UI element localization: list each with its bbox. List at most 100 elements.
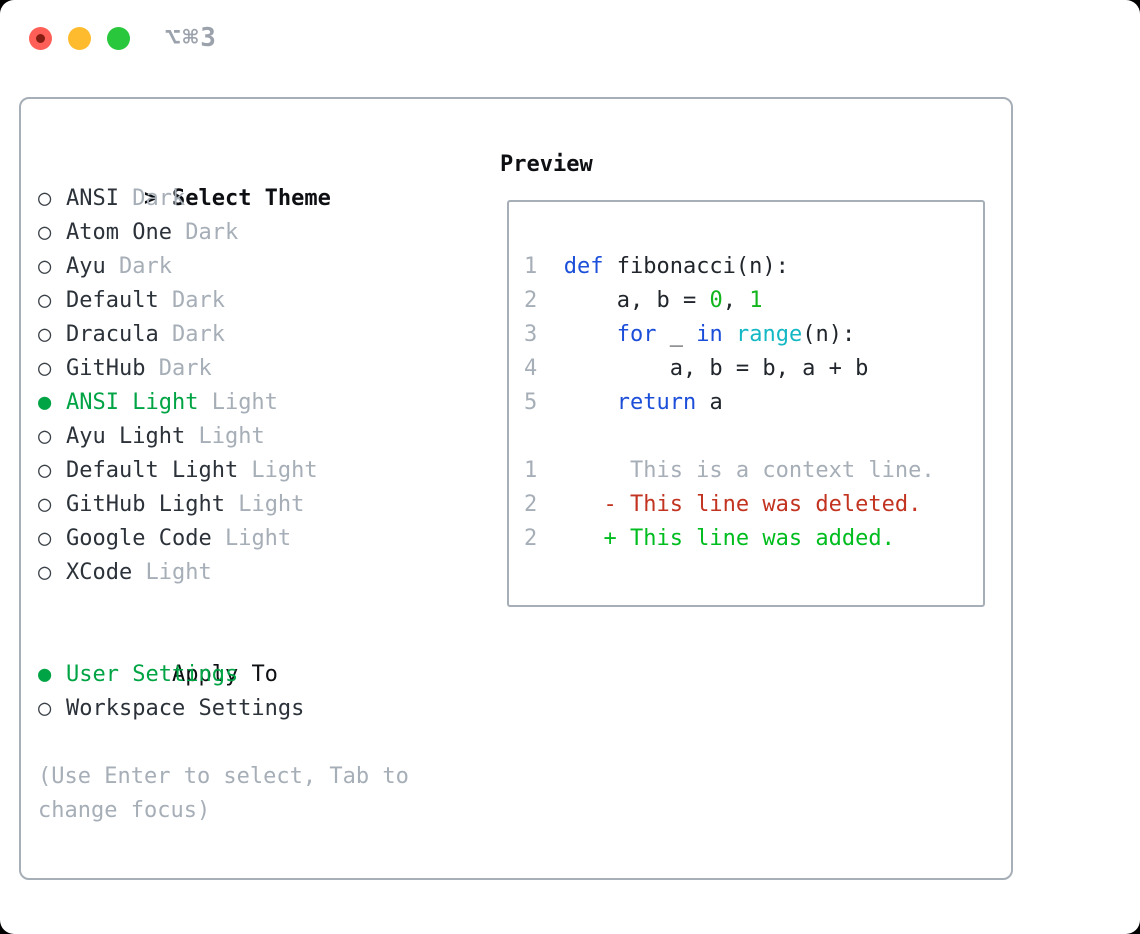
theme-variant: Dark xyxy=(158,322,225,347)
code-token-plain xyxy=(564,390,617,415)
theme-name: Atom One xyxy=(66,220,172,245)
radio-unselected-icon: ○ xyxy=(38,186,52,211)
theme-option-github-light[interactable]: ○ GitHub Light Light xyxy=(38,488,488,522)
radio-unselected-icon: ○ xyxy=(38,560,52,585)
code-token-fn: range xyxy=(735,322,803,347)
code-token-kw: def xyxy=(563,254,617,279)
apply-option-workspace-settings[interactable]: ○ Workspace Settings xyxy=(38,692,488,726)
line-number: 5 xyxy=(524,390,538,415)
theme-name: GitHub xyxy=(66,356,146,381)
theme-variant: Light xyxy=(211,526,292,551)
theme-option-ayu[interactable]: ○Ayu Dark xyxy=(38,250,488,284)
radio-unselected-icon: ○ xyxy=(38,696,52,721)
zoom-button[interactable] xyxy=(107,27,130,50)
theme-variant: Light xyxy=(185,424,265,449)
radio-selected-icon: ● xyxy=(38,390,52,415)
theme-variant: Light xyxy=(198,390,278,415)
theme-option-default-light[interactable]: ○Default Light Light xyxy=(38,454,488,488)
theme-name: XCode xyxy=(66,560,133,585)
code-line: 1 This is a context line. xyxy=(524,454,983,488)
apply-to-header: Apply To xyxy=(38,624,488,687)
apply-option-label: User Settings xyxy=(66,662,239,687)
theme-variant: Light xyxy=(238,458,318,483)
theme-option-github[interactable]: ○ GitHub Dark xyxy=(38,352,488,386)
theme-list-header: > Select Theme xyxy=(38,148,488,211)
code-line: 4 a, b = b, a + b xyxy=(524,352,983,386)
radio-unselected-icon: ○ xyxy=(38,220,52,245)
apply-to-title: Apply To xyxy=(171,662,278,687)
code-token-plain: _ xyxy=(656,322,697,347)
code-token-plain: , xyxy=(722,288,750,313)
code-token-kw: for xyxy=(616,322,657,347)
code-line xyxy=(524,420,983,454)
theme-variant: Dark xyxy=(171,220,239,245)
code-token-plain: a, b = xyxy=(563,288,710,313)
line-number: 2 xyxy=(524,492,538,517)
unsaved-dot-icon xyxy=(36,34,45,43)
cursor-marker-icon: > xyxy=(143,186,158,211)
code-token-ctx: This is a context line. xyxy=(563,458,935,483)
theme-name: Default xyxy=(66,288,159,313)
theme-variant: Light xyxy=(132,560,212,585)
theme-list: ○ANSI Dark○Atom One Dark○Ayu Dark○Defaul… xyxy=(38,182,488,590)
apply-to-list: ● User Settings ○ Workspace Settings xyxy=(38,658,488,726)
line-number: 1 xyxy=(524,458,538,483)
code-token-plain: a, b = b, a + b xyxy=(563,356,869,381)
code-token-num: 1 xyxy=(749,288,763,313)
theme-name: GitHub Light xyxy=(66,492,225,517)
theme-name: Dracula xyxy=(66,322,159,347)
code-token-kw: in xyxy=(696,322,723,347)
code-token-plain: fibonacci(n): xyxy=(616,254,789,279)
apply-option-user-settings[interactable]: ● User Settings xyxy=(38,658,488,692)
code-token-del: - This line was deleted. xyxy=(563,492,922,517)
code-line: 2 a, b = 0, 1 xyxy=(524,284,983,318)
radio-unselected-icon: ○ xyxy=(38,288,52,313)
theme-variant: Dark xyxy=(118,186,186,211)
radio-unselected-icon: ○ xyxy=(38,254,52,279)
theme-name: Ayu xyxy=(66,254,106,279)
code-line: 5 return a xyxy=(524,386,983,420)
theme-option-google-code[interactable]: ○Google Code Light xyxy=(38,522,488,556)
radio-unselected-icon: ○ xyxy=(38,492,52,517)
minimize-button[interactable] xyxy=(68,27,91,50)
theme-name: Google Code xyxy=(66,526,212,551)
radio-selected-icon: ● xyxy=(38,662,52,687)
theme-name: ANSI Light xyxy=(66,390,199,415)
code-token-plain xyxy=(723,322,736,347)
theme-list-title: Select Theme xyxy=(171,186,331,211)
theme-option-dracula[interactable]: ○Dracula Dark xyxy=(38,318,488,352)
spacer xyxy=(38,726,488,760)
apply-option-label: Workspace Settings xyxy=(66,696,305,721)
close-button[interactable] xyxy=(29,27,52,50)
code-line: 1 def fibonacci(n): xyxy=(524,250,983,284)
theme-option-ansi[interactable]: ○ANSI Dark xyxy=(38,182,488,216)
radio-unselected-icon: ○ xyxy=(38,424,52,449)
theme-name: Default Light xyxy=(66,458,239,483)
theme-option-xcode[interactable]: ○ XCode Light xyxy=(38,556,488,590)
theme-variant: Light xyxy=(224,492,305,517)
preview-title: Preview xyxy=(500,152,593,177)
theme-selector: >Select Theme ○ANSI Dark○Atom One Dark○A… xyxy=(38,148,488,828)
theme-name: Ayu Light xyxy=(66,424,186,449)
radio-unselected-icon: ○ xyxy=(38,356,52,381)
theme-variant: Dark xyxy=(158,288,225,313)
code-line: 3 for _ in range(n): xyxy=(524,318,983,352)
code-token-plain xyxy=(564,322,617,347)
spacer xyxy=(38,590,488,624)
theme-option-default[interactable]: ○ Default Dark xyxy=(38,284,488,318)
code-token-plain: a xyxy=(696,390,723,415)
theme-option-ansi-light[interactable]: ● ANSI Light Light xyxy=(38,386,488,420)
code-token-plain: (n): xyxy=(802,322,856,347)
main-panel: >Select Theme ○ANSI Dark○Atom One Dark○A… xyxy=(19,97,1013,880)
line-number: 4 xyxy=(524,356,538,381)
footer-hint: (Use Enter to select, Tab to change focu… xyxy=(38,764,409,823)
code-token-add: + This line was added. xyxy=(563,526,895,551)
line-number: 1 xyxy=(524,254,538,279)
window-title-shortcut: ⌥⌘3 xyxy=(165,23,218,53)
theme-variant: Dark xyxy=(145,356,212,381)
line-number: 2 xyxy=(524,526,538,551)
theme-option-ayu-light[interactable]: ○ Ayu Light Light xyxy=(38,420,488,454)
theme-option-atom-one[interactable]: ○ Atom One Dark xyxy=(38,216,488,250)
